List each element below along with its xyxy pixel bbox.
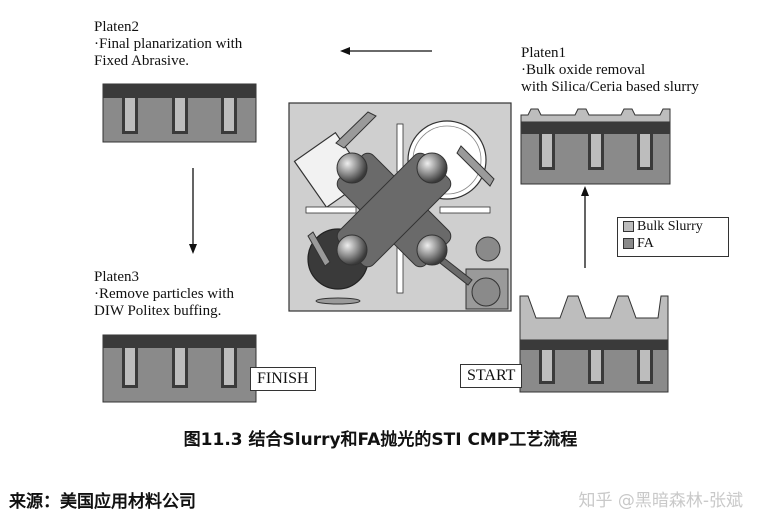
platen1-wafer-section xyxy=(520,108,671,185)
platen1-title: Platen1 xyxy=(521,45,566,61)
platen2-wafer-section xyxy=(102,83,257,143)
platen1-desc-line1: ·Bulk oxide removal xyxy=(521,62,646,78)
platen3-label: Platen3 ·Remove particles with DIW Polit… xyxy=(94,269,234,320)
platen3-desc-line2: DIW Politex buffing. xyxy=(94,303,222,319)
legend-label-bulk-slurry: Bulk Slurry xyxy=(637,219,703,234)
legend-swatch-bulk-slurry xyxy=(623,221,634,232)
platen3-desc-line1: ·Remove particles with xyxy=(94,286,234,302)
platen1-desc-line2: with Silica/Ceria based slurry xyxy=(521,79,699,95)
legend-swatch-fa xyxy=(623,238,634,249)
cmp-tool-top-view xyxy=(288,102,512,312)
arrow-up-right xyxy=(581,186,589,268)
arrow-down-left xyxy=(189,168,197,254)
platen2-title: Platen2 xyxy=(94,19,139,35)
platen2-label: Platen2 ·Final planarization with Fixed … xyxy=(94,19,242,70)
platen3-title: Platen3 xyxy=(94,269,139,285)
legend-item-fa: FA xyxy=(618,235,728,252)
start-label: START xyxy=(460,364,523,388)
finish-label: FINISH xyxy=(250,367,316,391)
platen2-desc-line2: Fixed Abrasive. xyxy=(94,53,189,69)
legend: Bulk Slurry FA xyxy=(617,217,729,257)
source-note: 来源：美国应用材料公司 xyxy=(9,492,196,512)
legend-item-bulk-slurry: Bulk Slurry xyxy=(618,218,728,235)
platen3-wafer-section xyxy=(102,334,257,403)
platen2-desc-line1: ·Final planarization with xyxy=(94,36,243,52)
legend-label-fa: FA xyxy=(637,236,654,251)
arrow-top-left xyxy=(340,47,432,55)
start-wafer-section xyxy=(519,295,669,393)
figure-caption: 图11.3 结合Slurry和FA抛光的STI CMP工艺流程 xyxy=(183,430,578,450)
watermark: 知乎 @黑暗森林-张斌 xyxy=(578,491,743,511)
platen1-label: Platen1 ·Bulk oxide removal with Silica/… xyxy=(521,45,699,96)
